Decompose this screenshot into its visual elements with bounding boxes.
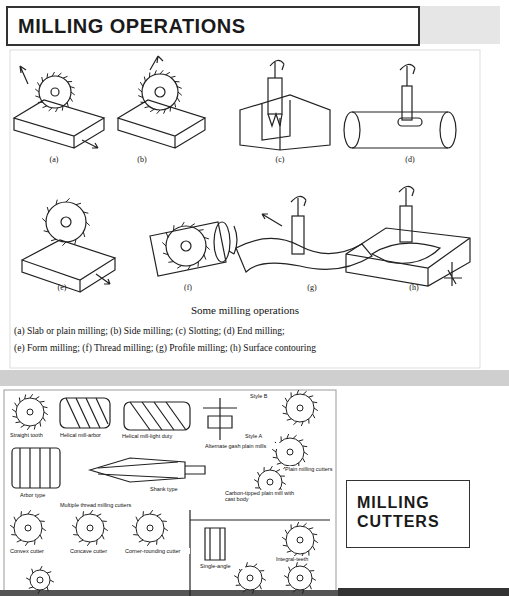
sketch-letter: (h): [404, 284, 424, 293]
sketch-letter: (g): [302, 284, 322, 293]
cutter-name: Integral-teeth: [276, 556, 326, 562]
figure-caption: Some milling operations: [10, 304, 480, 316]
cutter-name: Style B: [250, 393, 280, 399]
caption-line: (e) Form milling; (f) Thread milling; (g…: [14, 343, 480, 353]
sketch-letter: (f): [178, 284, 198, 293]
caption-line: (a) Slab or plain milling; (b) Side mill…: [14, 326, 480, 336]
cutter-name: Helical mill-light duty: [122, 433, 197, 439]
sketch-letter: (b): [132, 156, 152, 165]
sketch-letter: (e): [52, 284, 72, 293]
cutter-name: Straight tooth: [10, 432, 60, 438]
cutter-name: Carbon-tipped plain mill with cast body: [225, 490, 300, 502]
sketch-letter: (d): [400, 156, 420, 165]
cutter-name: Arbor type: [20, 492, 60, 498]
title-box: MILLING OPERATIONS: [6, 6, 420, 46]
title-box: MILLING CUTTERS: [346, 480, 470, 548]
cutter-name: Convex cutter: [10, 548, 55, 554]
cutter-name: Multiple thread milling cutters: [60, 502, 140, 508]
cutter-name: Style A: [245, 433, 275, 439]
cutter-name: Shank type: [150, 486, 190, 492]
cutter-name: Corner-rounding cutter: [125, 548, 190, 554]
cutter-name: Concave cutter: [70, 548, 115, 554]
heading-text: MILLING CUTTERS: [357, 493, 459, 531]
sketch-letter: (c): [270, 156, 290, 165]
sketch-letter: (a): [44, 156, 64, 165]
cutter-name: Plain milling cutters: [285, 466, 333, 472]
cutter-name: Helical mill-arbor: [60, 432, 120, 438]
heading-text: MILLING OPERATIONS: [18, 14, 408, 38]
cutter-name: Single-angle: [200, 563, 245, 569]
cutter-name: Alternate gash plain mills: [205, 443, 285, 449]
